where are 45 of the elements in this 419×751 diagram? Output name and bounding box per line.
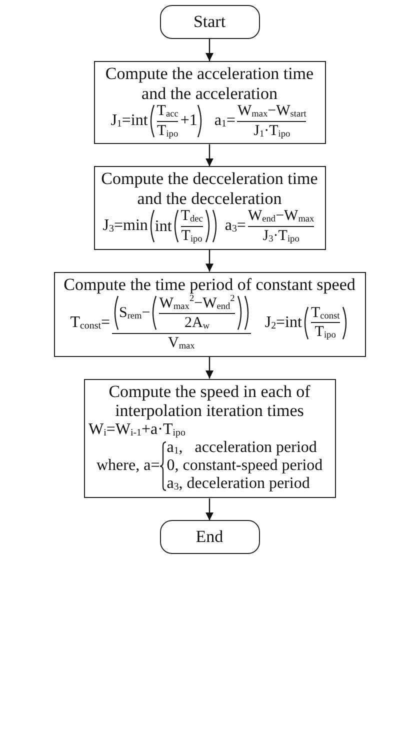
formula-text: int (154, 218, 172, 236)
arrow (206, 250, 214, 272)
terminal-box (160, 5, 260, 39)
formula-text: a$_{1}$= (214, 112, 236, 130)
arrow (206, 144, 214, 166)
formula-text: J$_{1}$·T$_{ipo}$ (254, 122, 290, 140)
formula-text: J$_{3}$=min (102, 217, 148, 236)
formula-text: T$_{dec}$ (180, 208, 203, 226)
formula-text: where, a= (96, 457, 160, 475)
step-heading: Compute the decceleration time and the decceleration (100, 169, 319, 208)
formula-text: J$_{1}$=int (110, 112, 148, 130)
formula-text: T$_{ipo}$ (181, 228, 202, 245)
process-box (54, 272, 366, 356)
process-box (84, 378, 336, 498)
formula-text: W$_{i}$=W$_{i-1}$+a·T$_{ipo}$ (88, 420, 186, 439)
formula-text: T$_{const}$ (310, 304, 340, 322)
formula-text: S$_{rem}$− (118, 304, 150, 322)
formula-text: a$_{3}$= (224, 217, 246, 236)
terminal-text: Start (193, 12, 226, 32)
terminal-text: End (196, 527, 224, 548)
step-heading: Compute the speed in each of interpolation iteration times (108, 382, 312, 421)
arrow (206, 39, 214, 61)
formula-text: T$_{ipo}$ (157, 122, 178, 140)
arrow (206, 356, 214, 378)
formula-text: 0, constant-speed period (166, 457, 323, 475)
formula-text: V$_{max}$ (168, 334, 195, 352)
step-heading: Compute the acceleration time and the acceleration (104, 64, 315, 104)
formula-text: J$_{3}$·T$_{ipo}$ (262, 228, 300, 245)
formula-text: W$_{end}$−W$_{max}$ (248, 208, 314, 226)
formula-text: acceleration period (194, 439, 317, 457)
formula-text: J$_{2}$=int (264, 314, 302, 332)
formula-text: 2A$_{w}$ (184, 315, 210, 332)
formula-text: W$_{max}$−W$_{start}$ (237, 103, 306, 120)
formula-text: T$_{const}$= (70, 314, 110, 332)
process-box (94, 166, 326, 250)
arrow (206, 498, 214, 520)
terminal-box (160, 520, 260, 554)
formula-text: T$_{acc}$ (156, 103, 178, 120)
formula-text: deceleration period (186, 475, 310, 493)
formula-text: a$_{1}$, (166, 438, 183, 458)
step-heading: Compute the time period of constant speed (64, 274, 356, 294)
process-box (94, 61, 326, 144)
formula-text: a$_{3}$, (166, 474, 183, 494)
formula-text: +1 (180, 112, 198, 130)
formula-text: T$_{ipo}$ (314, 324, 336, 341)
